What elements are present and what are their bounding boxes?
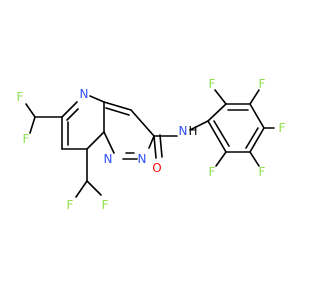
bond	[66, 108, 79, 121]
atom-label-f: F	[67, 198, 74, 212]
bond	[153, 135, 157, 159]
bond	[25, 103, 36, 118]
atom-label-f: F	[17, 90, 24, 104]
atom-label-n: N	[179, 124, 188, 138]
molecule-diagram: F F N N N F F O N H F F F F F	[17, 77, 286, 212]
atom-label-f: F	[23, 132, 30, 146]
bond	[103, 131, 115, 154]
atom-label-f: F	[102, 198, 109, 212]
atom-label-f: F	[209, 165, 216, 179]
bond	[105, 107, 130, 116]
bond-layer	[25, 89, 275, 198]
atom-label-o: O	[152, 161, 161, 175]
atom-label-layer: F F N N N F F O N H F F F F F	[17, 77, 286, 212]
bond	[86, 131, 105, 150]
bond	[213, 120, 230, 147]
bond	[214, 89, 227, 105]
bond	[207, 103, 227, 122]
bond	[103, 101, 132, 111]
bond	[249, 103, 265, 129]
atom-label-n: N	[80, 87, 89, 101]
bond	[86, 180, 102, 196]
bond	[249, 127, 265, 153]
bond	[245, 127, 259, 149]
bond	[249, 151, 260, 167]
bond	[61, 101, 78, 118]
bond	[148, 135, 155, 149]
atom-label-n: N	[138, 152, 147, 166]
atom-label-f: F	[279, 121, 286, 135]
bond	[189, 120, 209, 131]
bond	[130, 109, 155, 137]
atom-label-f: F	[259, 165, 266, 179]
bond	[75, 180, 88, 198]
bond	[249, 89, 260, 105]
atom-label-n: N	[104, 152, 113, 166]
atom-label-f: F	[259, 77, 266, 91]
atom-label-f: F	[209, 77, 216, 91]
bond	[89, 95, 105, 103]
bond	[159, 134, 163, 158]
bond	[29, 116, 36, 134]
atom-label-h: H	[188, 124, 197, 138]
bond	[207, 120, 227, 153]
bond	[215, 151, 227, 167]
